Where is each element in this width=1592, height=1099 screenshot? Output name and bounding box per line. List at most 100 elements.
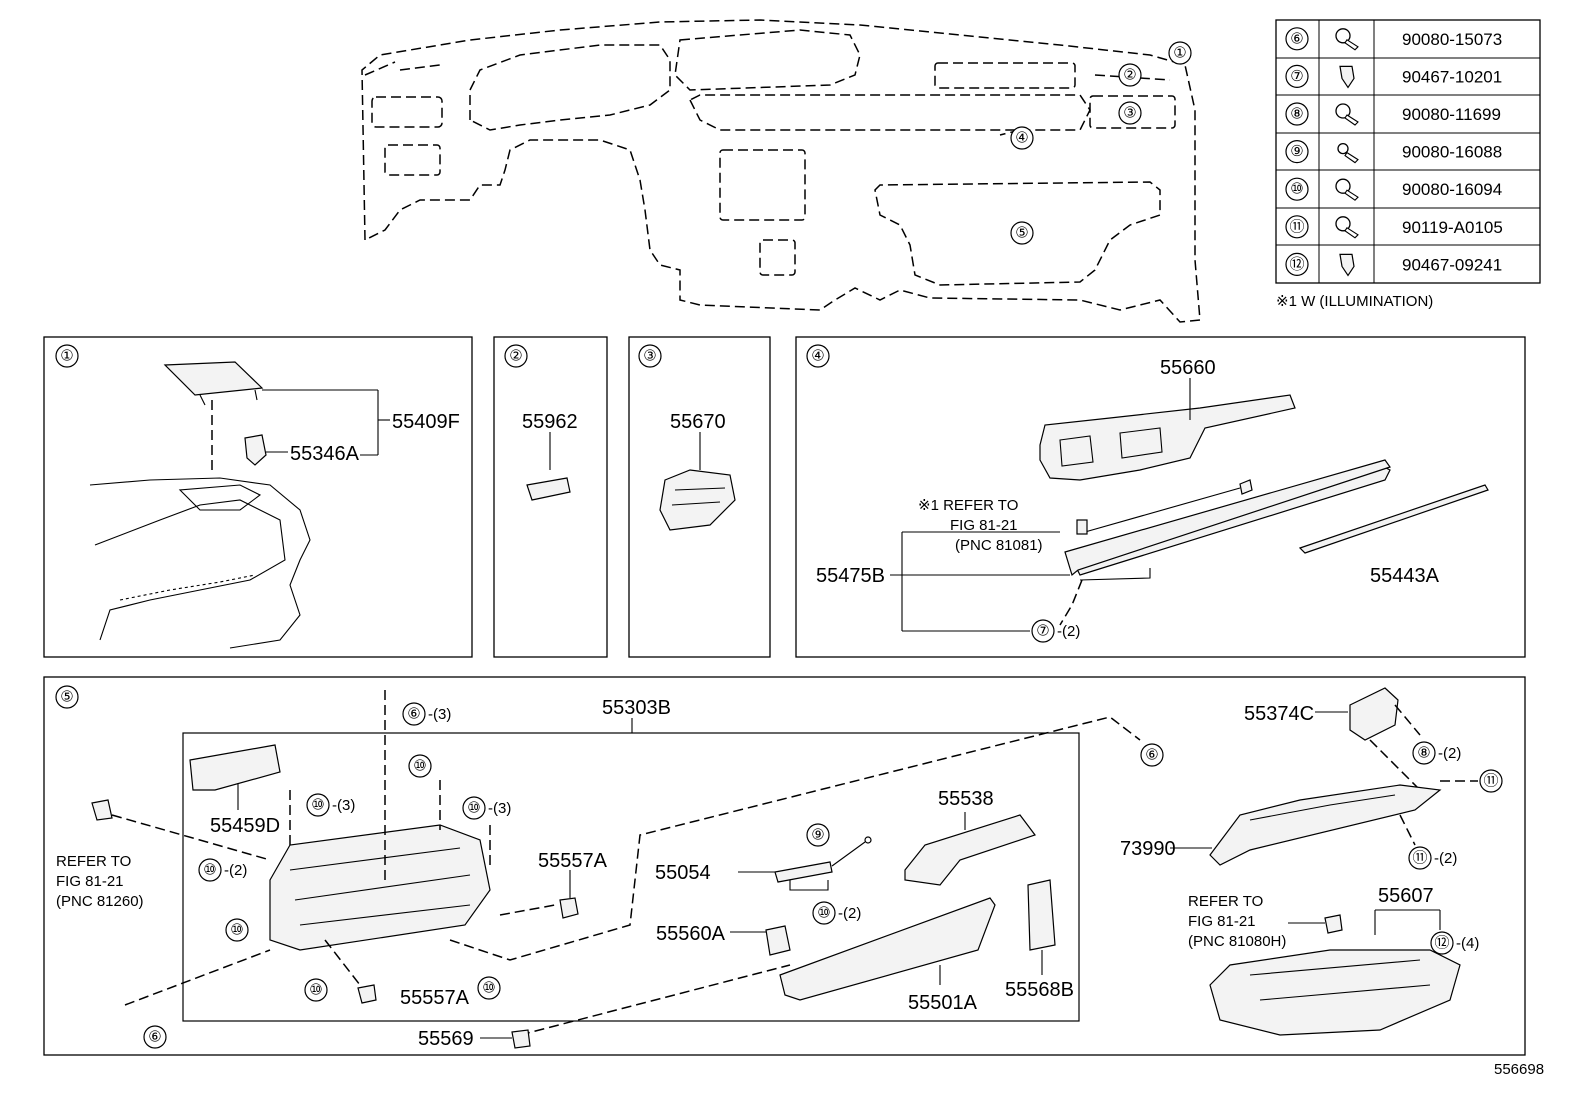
- panel-5-frame: [43, 676, 1526, 1056]
- part-73990: 73990: [1120, 838, 1176, 860]
- refer-81081-line2: FIG 81-21: [950, 517, 1018, 534]
- p5-callout-6-bottom: ⑥: [143, 1025, 167, 1049]
- svg-text:⑩: ⑩: [482, 980, 495, 997]
- part-55501A: 55501A: [908, 992, 978, 1014]
- p5-callout-6-top: ⑥: [402, 702, 426, 726]
- svg-text:⑨: ⑨: [811, 827, 824, 844]
- part-55443A: 55443A: [1370, 565, 1440, 587]
- panel-1-callout: ①: [55, 344, 79, 368]
- fastener-callout-circle: [1285, 252, 1309, 276]
- part-55374C: 55374C: [1244, 703, 1314, 725]
- svg-text:⑪: ⑪: [1412, 850, 1427, 867]
- p5-callout-12: ⑫: [1430, 931, 1454, 955]
- svg-text:④: ④: [811, 348, 824, 365]
- fastener-callout: ⑨: [1290, 143, 1303, 160]
- part-55557A-bottom: 55557A: [400, 987, 470, 1009]
- panel-4-drawing: [890, 378, 1489, 632]
- part-55569: 55569: [418, 1028, 474, 1050]
- part-55346A: 55346A: [290, 443, 360, 465]
- svg-text:①: ①: [1173, 45, 1186, 62]
- fastener-part-number: 90467-10201: [1402, 67, 1502, 86]
- bolt-icon: [1335, 103, 1359, 126]
- fastener-part-number: 90080-15073: [1402, 30, 1502, 49]
- clip-icon: [1339, 253, 1355, 277]
- part-55054: 55054: [655, 862, 711, 884]
- part-55670: 55670: [670, 411, 726, 433]
- part-55962: 55962: [522, 411, 578, 433]
- qty-6-3: -(3): [428, 706, 451, 723]
- fastener-callout-circle: [1285, 27, 1309, 51]
- fastener-row: ⑧ 90080-11699: [1285, 102, 1501, 126]
- p5-callout-10-h: ⑩: [812, 901, 836, 925]
- part-55538: 55538: [938, 788, 994, 810]
- refer-81080H-line2: FIG 81-21: [1188, 913, 1256, 930]
- panel-1-drawing: [89, 361, 390, 649]
- part-55557A-right: 55557A: [538, 850, 608, 872]
- p5-callout-8: ⑧: [1412, 741, 1436, 765]
- panel-1-frame: [43, 336, 473, 658]
- fastener-part-number: 90080-11699: [1402, 105, 1501, 124]
- svg-text:⑤: ⑤: [1015, 225, 1028, 242]
- refer-81080H-line3: (PNC 81080H): [1188, 933, 1286, 950]
- panel-4-frame: [795, 336, 1526, 658]
- svg-text:⑧: ⑧: [1417, 745, 1430, 762]
- fastener-part-number: 90119-A0105: [1402, 218, 1503, 237]
- qty-10-2b: -(2): [838, 905, 861, 922]
- p5-callout-10-d: ⑩: [198, 858, 222, 882]
- glovebox-assembly-frame: [182, 732, 1080, 1022]
- fastener-callout-circle: [1285, 177, 1309, 201]
- svg-text:④: ④: [1015, 130, 1028, 147]
- fastener-callout-circle: [1285, 140, 1309, 164]
- fastener-callout-circle: [1285, 102, 1309, 126]
- part-55660: 55660: [1160, 357, 1216, 379]
- part-55607: 55607: [1378, 885, 1434, 907]
- overview-callout-5: ⑤: [1010, 221, 1034, 245]
- overview-callout-2: ②: [1118, 63, 1142, 87]
- qty-10-3a: -(3): [332, 797, 355, 814]
- p5-callout-11-a: ⑪: [1479, 769, 1503, 793]
- diagram-id: 556698: [1494, 1061, 1544, 1078]
- fastener-callout: ⑥: [1290, 30, 1303, 47]
- qty-10-2: -(2): [224, 862, 247, 879]
- panel-3-frame: [628, 336, 771, 658]
- svg-text:⑫: ⑫: [1434, 935, 1449, 952]
- fastener-callout: ⑫: [1289, 256, 1304, 273]
- qty-7: -(2): [1057, 623, 1080, 640]
- svg-text:⑦: ⑦: [1036, 623, 1049, 640]
- part-55303B: 55303B: [602, 697, 671, 719]
- svg-text:⑤: ⑤: [60, 689, 73, 706]
- refer-81260-line2: FIG 81-21: [56, 873, 124, 890]
- overview-callout-4: ④: [1010, 126, 1034, 150]
- fastener-callout: ⑪: [1289, 218, 1304, 235]
- qty-8-2: -(2): [1438, 745, 1461, 762]
- fastener-part-number: 90080-16094: [1402, 180, 1502, 199]
- svg-text:⑥: ⑥: [407, 706, 420, 723]
- panel-3-drawing: [659, 432, 736, 531]
- p5-callout-10-f: ⑩: [304, 978, 328, 1002]
- fastener-part-number: 90467-09241: [1402, 255, 1502, 274]
- part-55475B: 55475B: [816, 565, 885, 587]
- bolt-icon: [1335, 178, 1359, 201]
- fastener-callout-circle: [1285, 64, 1309, 89]
- svg-text:⑩: ⑩: [413, 758, 426, 775]
- refer-81260-line3: (PNC 81260): [56, 893, 144, 910]
- panel-5-callout: ⑤: [55, 685, 79, 709]
- overview-callout-1: ①: [1168, 41, 1192, 65]
- bolt-icon: [1335, 28, 1359, 51]
- svg-text:②: ②: [1123, 67, 1136, 84]
- fastener-table: [1275, 19, 1541, 284]
- part-55560A: 55560A: [656, 923, 726, 945]
- p5-callout-10-g: ⑩: [477, 976, 501, 1000]
- svg-text:②: ②: [509, 348, 522, 365]
- svg-text:①: ①: [60, 348, 73, 365]
- svg-text:⑩: ⑩: [311, 797, 324, 814]
- fastener-callout: ⑦: [1290, 68, 1303, 85]
- svg-text:⑩: ⑩: [230, 922, 243, 939]
- fastener-callout: ⑧: [1290, 106, 1303, 123]
- part-55409F: 55409F: [392, 411, 460, 433]
- bolt-icon: [1335, 216, 1359, 239]
- svg-text:⑥: ⑥: [148, 1029, 161, 1046]
- svg-text:⑩: ⑩: [203, 862, 216, 879]
- p5-callout-9: ⑨: [806, 823, 830, 847]
